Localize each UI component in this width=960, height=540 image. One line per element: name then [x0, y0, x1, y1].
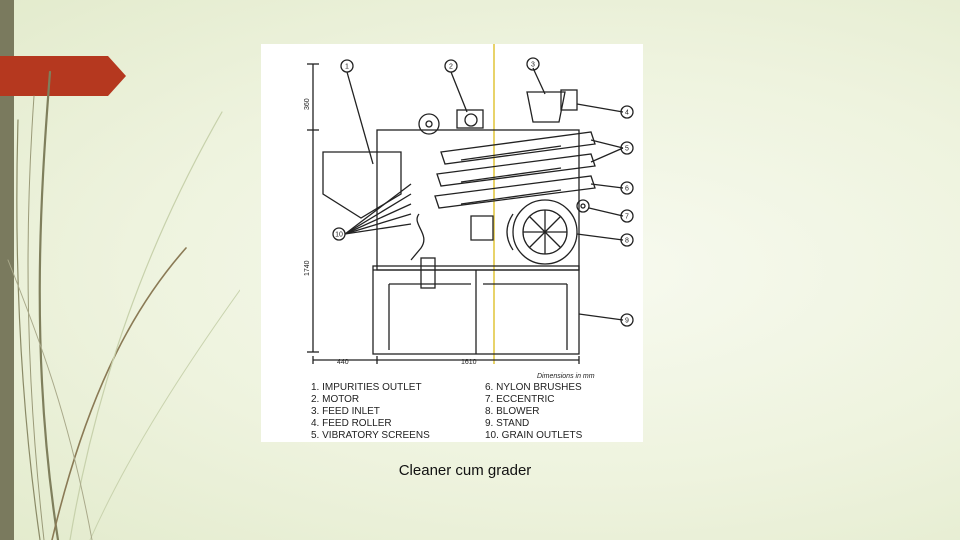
callout-2: 2	[449, 64, 453, 71]
callout-7: 7	[625, 214, 629, 221]
sidebar-stripe	[0, 0, 14, 540]
caption-text: Cleaner cum grader	[398, 462, 532, 479]
legend-item-7: 7. ECCENTRIC	[485, 394, 554, 405]
feed-inlet	[526, 91, 566, 123]
impurities-outlet-hopper	[322, 151, 402, 219]
legend-item-8: 8. BLOWER	[485, 406, 539, 417]
slide-caption: Cleaner cum grader	[0, 462, 960, 479]
decorative-lines	[7, 70, 240, 540]
callout-1: 1	[345, 64, 349, 71]
screen-1	[440, 131, 596, 165]
legend-item-5: 5. VIBRATORY SCREENS	[311, 430, 430, 441]
dim-top-height: 360	[304, 98, 311, 110]
legend-item-4: 4. FEED ROLLER	[311, 418, 392, 429]
grain-outlet-chute	[410, 213, 425, 261]
callout-6: 6	[625, 186, 629, 193]
legend-item-9: 9. STAND	[485, 418, 529, 429]
legend-item-1: 1. IMPURITIES OUTLET	[311, 382, 422, 393]
callout-4: 4	[625, 110, 629, 117]
accent-arrow-shape	[0, 56, 126, 96]
legend-item-3: 3. FEED INLET	[311, 406, 380, 417]
legend-item-10: 10. GRAIN OUTLETS	[485, 430, 583, 441]
dim-total-height: 1740	[304, 260, 311, 276]
dim-main-width: 1610	[461, 359, 477, 366]
blower	[512, 199, 578, 265]
machine-diagram-image: 1 2 3 4 5 6 7 8 9 10 360 1740 440 1610 D…	[261, 44, 643, 442]
screen-3	[434, 175, 596, 209]
callout-9: 9	[625, 318, 629, 325]
motor-pulley	[418, 113, 440, 135]
callout-3: 3	[531, 62, 535, 69]
dim-units-note: Dimensions in mm	[537, 373, 595, 380]
dim-left-width: 440	[337, 359, 349, 366]
screen-2	[436, 153, 596, 187]
callout-5: 5	[625, 146, 629, 153]
legend-item-6: 6. NYLON BRUSHES	[485, 382, 582, 393]
cleaner-grader-schematic: 1 2 3 4 5 6 7 8 9 10 360 1740 440 1610 D…	[304, 44, 634, 441]
callout-10: 10	[335, 232, 343, 239]
legend-item-2: 2. MOTOR	[311, 394, 359, 405]
callout-8: 8	[625, 238, 629, 245]
eccentric	[576, 199, 590, 213]
